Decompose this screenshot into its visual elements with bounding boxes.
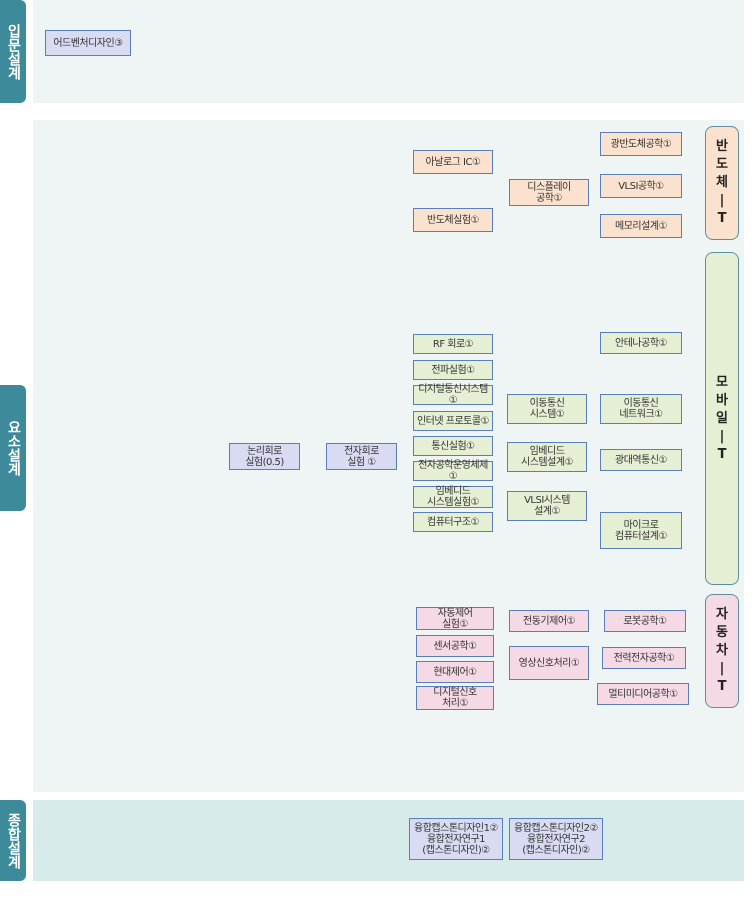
course-mobile-comm-system[interactable]: 이동통신 시스템① bbox=[507, 394, 587, 424]
course-opto-semiconductor[interactable]: 광반도체공학① bbox=[600, 132, 682, 156]
track-automotive-it: 자 동 차 | T bbox=[705, 594, 739, 708]
track-mobile-label: 모 바 일 | T bbox=[716, 374, 728, 462]
track-automotive-label: 자 동 차 | T bbox=[716, 607, 728, 694]
course-memory-design[interactable]: 메모리설계① bbox=[600, 214, 682, 238]
course-internet-protocol[interactable]: 인터넷 프로토콜① bbox=[413, 411, 493, 431]
course-mobile-network[interactable]: 이동통신 네트워크① bbox=[600, 394, 682, 424]
course-display-eng[interactable]: 디스플레이 공학① bbox=[509, 179, 589, 206]
course-modern-control[interactable]: 현대제어① bbox=[416, 661, 494, 683]
course-digital-comm[interactable]: 디지털통신시스템① bbox=[413, 384, 493, 406]
course-semiconductor-lab[interactable]: 반도체실험① bbox=[413, 208, 493, 232]
tab-intro-design[interactable]: 입문설계 bbox=[0, 0, 26, 103]
course-capstone2[interactable]: 융합캡스톤디자인2② 융합전자연구2 (캡스톤디자인)② bbox=[509, 818, 603, 860]
track-semiconductor-label: 반 도 체 | T bbox=[716, 139, 728, 226]
course-capstone1[interactable]: 융합캡스톤디자인1② 융합전자연구1 (캡스톤디자인)② bbox=[409, 818, 503, 860]
course-computer-arch[interactable]: 컴퓨터구조① bbox=[413, 512, 493, 532]
course-multimedia-eng[interactable]: 멀티미디어공학① bbox=[597, 683, 689, 705]
track-semiconductor-it: 반 도 체 | T bbox=[705, 126, 739, 240]
general-design-section bbox=[33, 800, 744, 881]
course-embedded-design[interactable]: 임베디드 시스템설계① bbox=[507, 442, 587, 472]
course-image-processing[interactable]: 영상신호처리① bbox=[509, 646, 589, 680]
tab-intro-label: 입문설계 bbox=[5, 23, 22, 80]
course-embedded-lab[interactable]: 임베디드 시스템실험① bbox=[413, 486, 493, 508]
course-antenna-eng[interactable]: 안테나공학① bbox=[600, 332, 682, 354]
course-auto-control-lab[interactable]: 자동제어 실험① bbox=[416, 607, 494, 630]
course-robot-eng[interactable]: 로봇공학① bbox=[604, 610, 686, 632]
course-vlsi-system-design[interactable]: VLSI시스템 설계① bbox=[507, 491, 587, 521]
course-dsp[interactable]: 디지털신호 처리① bbox=[416, 686, 494, 710]
tab-general-label: 종합설계 bbox=[5, 812, 22, 869]
course-power-electronics[interactable]: 전력전자공학① bbox=[602, 647, 686, 669]
course-electronics-os[interactable]: 전자공학운영체제① bbox=[413, 460, 493, 482]
course-broadband-comm[interactable]: 광대역통신① bbox=[600, 449, 682, 471]
course-comm-lab[interactable]: 통신실험① bbox=[413, 436, 493, 456]
course-micro-computer-design[interactable]: 마이크로 컴퓨터설계① bbox=[600, 512, 682, 549]
tab-general-design[interactable]: 종합설계 bbox=[0, 800, 26, 881]
tab-element-design[interactable]: 요소설계 bbox=[0, 385, 26, 511]
course-logic-circuit-lab[interactable]: 논리회로 실험(0.5) bbox=[229, 443, 300, 470]
track-mobile-it: 모 바 일 | T bbox=[705, 252, 739, 585]
course-rf-circuit[interactable]: RF 회로① bbox=[413, 334, 493, 354]
course-wave-lab[interactable]: 전파실험① bbox=[413, 360, 493, 380]
course-venture-design[interactable]: 어드벤처디자인③ bbox=[45, 30, 131, 56]
course-motor-control[interactable]: 전동기제어① bbox=[509, 610, 589, 632]
course-vlsi-eng[interactable]: VLSI공학① bbox=[600, 174, 682, 198]
course-analog-ic[interactable]: 아날로그 IC① bbox=[413, 150, 493, 174]
course-sensor-eng[interactable]: 센서공학① bbox=[416, 635, 494, 657]
tab-element-label: 요소설계 bbox=[5, 420, 22, 476]
intro-design-section bbox=[33, 0, 744, 103]
course-electronic-circuit-lab[interactable]: 전자회로 실험 ① bbox=[326, 443, 397, 470]
